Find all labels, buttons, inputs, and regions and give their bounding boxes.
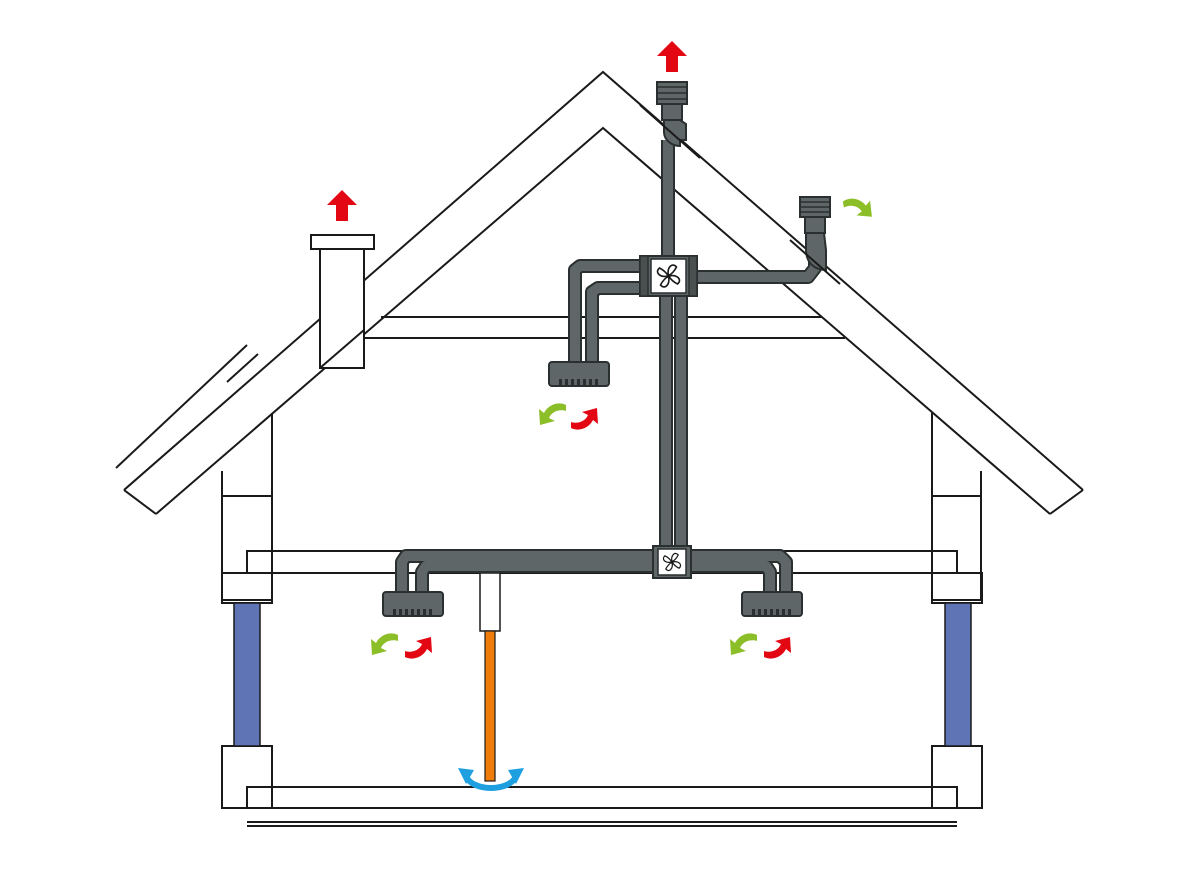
exhaust-roof-outlet — [656, 81, 688, 148]
window-left — [233, 602, 261, 747]
vertical-pipe — [484, 630, 496, 782]
curved-arrow-icon — [539, 403, 566, 425]
roof-inner — [155, 126, 1051, 515]
ductwork — [395, 140, 822, 594]
attic-fan-unit — [639, 255, 698, 297]
arrow-up-icon — [657, 41, 687, 72]
diffuser-attic — [548, 361, 610, 387]
floor-air-arrow-icon — [458, 768, 524, 791]
arrow-up-icon — [327, 190, 357, 221]
floor-fan-unit — [652, 545, 692, 579]
diffuser-floor-left — [382, 591, 444, 617]
ceiling-sleeve — [479, 572, 501, 632]
curved-arrow-icon — [764, 637, 791, 659]
fan-icon — [662, 552, 682, 572]
roof-outer — [123, 70, 1084, 491]
fan-icon — [656, 264, 681, 288]
curved-arrow-icon — [842, 195, 873, 222]
window-right — [944, 602, 972, 747]
curved-arrow-icon — [405, 637, 432, 659]
curved-arrow-icon — [571, 408, 598, 430]
supply-roof-inlet — [799, 196, 831, 272]
curved-arrow-icon — [371, 633, 398, 655]
diffuser-floor-right — [741, 591, 803, 617]
curved-arrow-icon — [730, 633, 757, 655]
house-structure — [115, 70, 1084, 827]
